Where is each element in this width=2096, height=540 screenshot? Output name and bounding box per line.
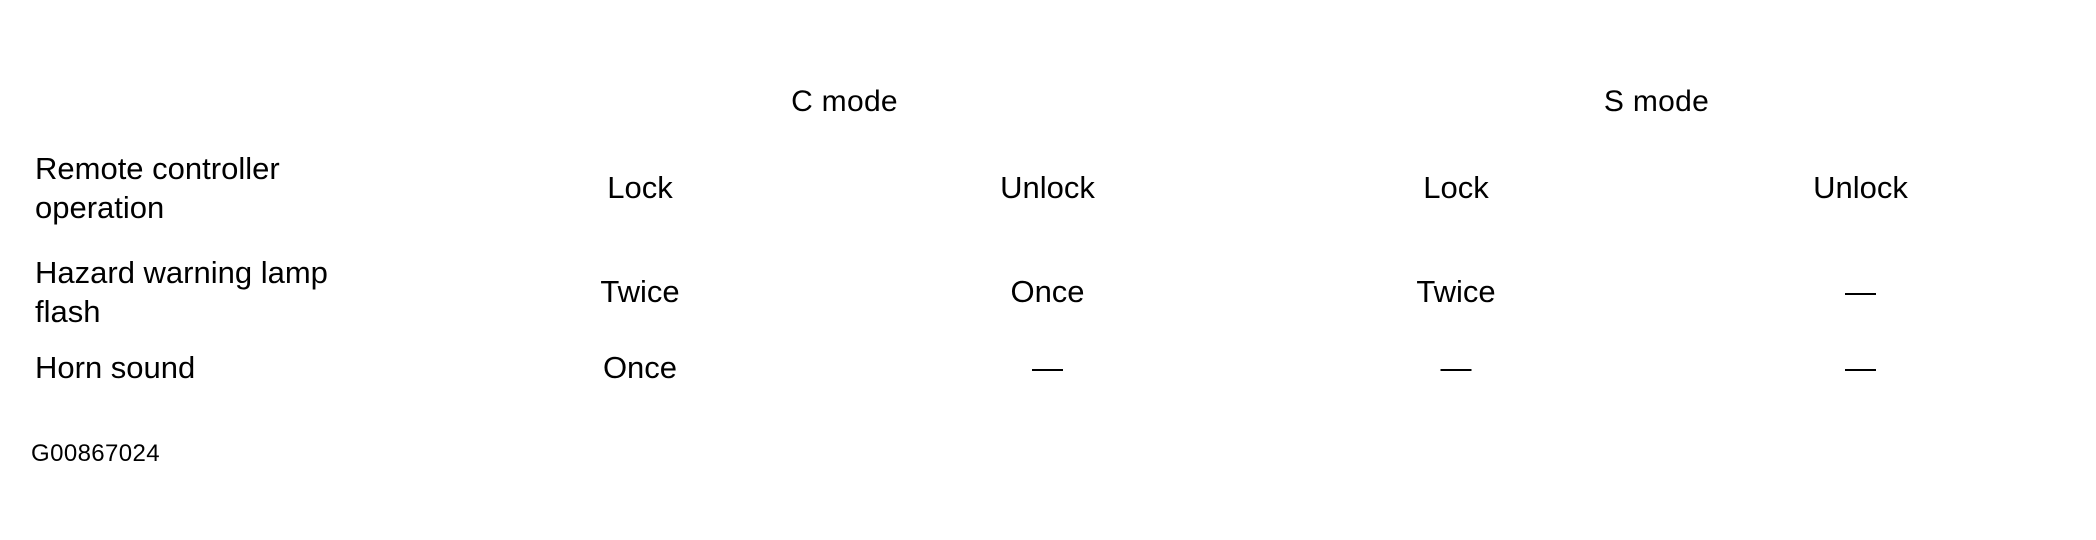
cell-cmode-lock-operation: Lock: [437, 132, 843, 243]
row-label-line: Remote controller: [35, 150, 280, 186]
cell-smode-unlock-horn: —: [1660, 341, 2062, 394]
cell-smode-lock-hazard: Twice: [1252, 243, 1661, 341]
row-label-line: flash: [35, 294, 101, 329]
cell-smode-unlock-hazard: —: [1660, 243, 2062, 341]
table-row: Remote controller operation Lock Unlock …: [35, 132, 2062, 243]
header-s-mode: S mode: [1252, 72, 2062, 132]
spec-table-container: C mode S mode Remote controller operatio…: [35, 72, 2062, 394]
cell-smode-lock-horn: —: [1252, 341, 1661, 394]
cell-smode-unlock-operation: Unlock: [1660, 132, 2062, 243]
table-corner-cell: [35, 72, 437, 132]
remote-controller-spec-table: C mode S mode Remote controller operatio…: [35, 72, 2062, 394]
cell-cmode-lock-horn: Once: [437, 341, 843, 394]
row-label-horn-sound: Horn sound: [35, 341, 437, 394]
table-row: Horn sound Once — — —: [35, 341, 2062, 394]
row-label-hazard-warning-lamp-flash: Hazard warning lamp flash: [35, 243, 437, 341]
row-label-line: operation: [35, 189, 165, 225]
cell-smode-lock-operation: Lock: [1252, 132, 1661, 243]
cell-cmode-unlock-horn: —: [843, 341, 1253, 394]
header-c-mode: C mode: [437, 72, 1253, 132]
cell-cmode-unlock-operation: Unlock: [843, 132, 1253, 243]
row-label-line: Horn sound: [35, 350, 196, 385]
cell-cmode-unlock-hazard: Once: [843, 243, 1253, 341]
table-row: Hazard warning lamp flash Twice Once Twi…: [35, 243, 2062, 341]
table-header-modes-row: C mode S mode: [35, 72, 2062, 132]
row-label-remote-controller-operation: Remote controller operation: [35, 132, 437, 243]
cell-cmode-lock-hazard: Twice: [437, 243, 843, 341]
figure-caption: G00867024: [31, 440, 161, 467]
row-label-line: Hazard warning lamp: [35, 255, 328, 290]
